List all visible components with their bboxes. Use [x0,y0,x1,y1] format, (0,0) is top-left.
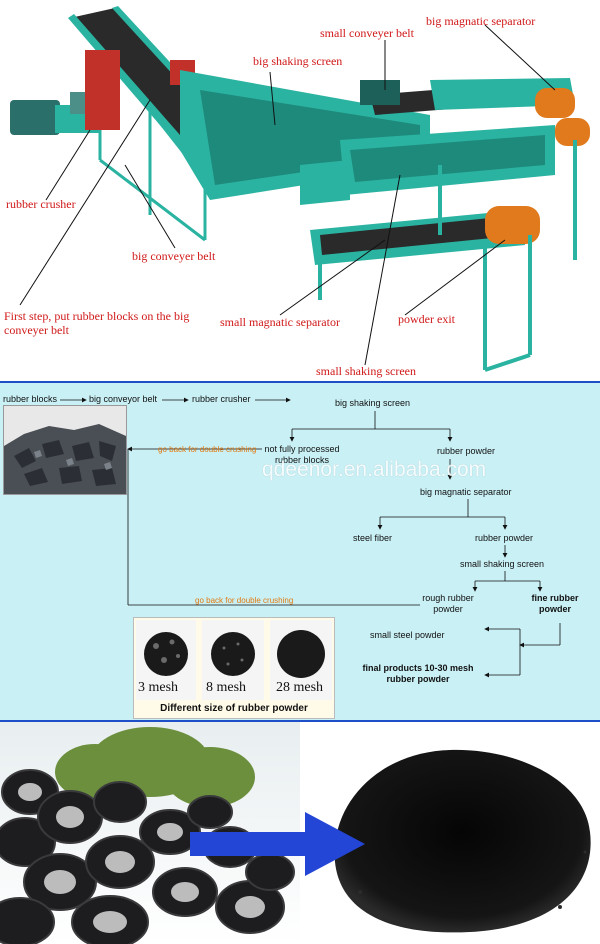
flow-big-conveyor-belt: big conveyor belt [89,394,158,404]
label-first-step: First step, put rubber blocks on the big… [4,309,190,337]
label-rubber-crusher: rubber crusher [6,197,76,211]
rubber-blocks-photo [3,405,127,495]
machine-illustration [10,6,590,372]
flow-rubber-powder-2: rubber powder [475,533,534,543]
flow-rough-rubber-powder: rough rubber powder [422,593,474,614]
flow-rubber-crusher: rubber crusher [192,394,251,404]
machine-diagram: rubber crusher big shaking screen small … [0,0,600,381]
mesh-label-28: 28 mesh [276,680,324,695]
flow-small-shaking-screen: small shaking screen [460,559,545,569]
label-small-conveyer-belt: small conveyer belt [320,26,414,40]
flow-go-back-1: go back for double crushing [158,445,257,454]
flow-small-steel-powder: small steel powder [370,630,445,640]
flow-not-fully-processed: not fully processed rubber blocks [264,444,340,465]
process-flowchart: rubber blocks big conveyor belt rubber c… [0,381,600,722]
flow-rubber-powder-1: rubber powder [437,446,496,456]
flow-steel-fiber: steel fiber [353,533,393,543]
flow-big-magnetic-separator: big magnatic separator [420,487,512,497]
flow-fine-rubber-powder: fine rubber powder [531,593,579,614]
watermark-text: qdeenor.en.alibaba.com [262,458,487,481]
mesh-caption: Different size of rubber powder [134,703,334,714]
label-powder-exit: powder exit [398,312,455,326]
flowchart-connectors [60,397,561,678]
flow-rubber-blocks: rubber blocks [3,394,58,404]
label-big-shaking-screen: big shaking screen [253,54,343,68]
mesh-label-3: 3 mesh [138,680,179,695]
label-small-magnetic-separator: small magnatic separator [220,315,340,329]
flow-go-back-2: go back for double crushing [195,596,294,605]
tires-and-powder-illustration [0,722,600,944]
flow-big-shaking-screen: big shaking screen [335,398,411,408]
mesh-size-panel: 3 mesh 8 mesh 28 mesh Different size of … [133,617,335,719]
tires-to-powder-photo [0,722,600,944]
mesh-caption-text: Different size of rubber powder [160,703,308,714]
label-small-shaking-screen: small shaking screen [316,364,416,378]
label-big-magnetic-separator: big magnatic separator [426,14,536,28]
mesh-label-8: 8 mesh [206,680,247,695]
label-big-conveyer-belt: big conveyer belt [132,249,216,263]
flow-final-products: final products 10-30 mesh rubber powder [362,663,474,684]
